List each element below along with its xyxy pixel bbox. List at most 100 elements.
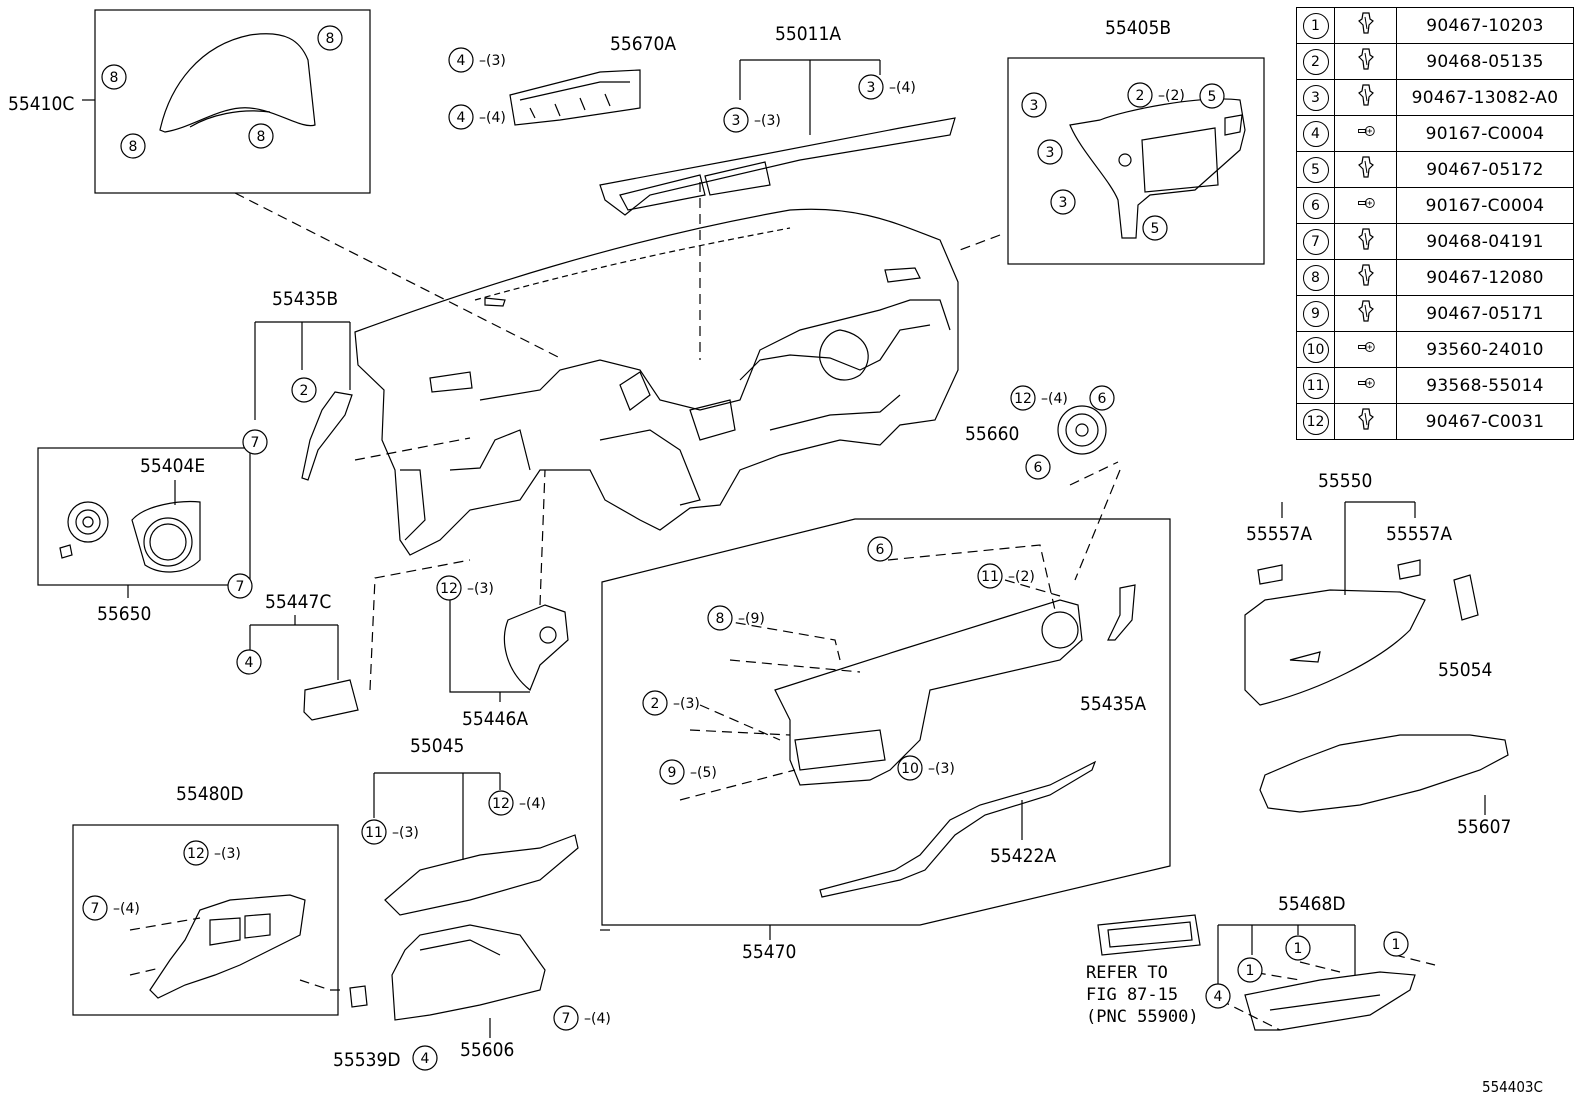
fastener-bubble: 7 (242, 429, 268, 455)
fastener-bubble-number: 7 (236, 579, 245, 595)
fastener-bubble-circle (707, 605, 733, 631)
fastener-bubble-number: 8 (110, 70, 119, 86)
clip-icon (1334, 151, 1397, 188)
fastener-bubble: 2 –(3) (642, 690, 700, 716)
fastener-bubble-circle (291, 377, 317, 403)
fastener-bubble-number: 11 (365, 825, 383, 841)
label-55405b: 55405B (1105, 17, 1171, 39)
legend-number: 10 (1296, 331, 1335, 368)
fastener-qty: –(4) (479, 110, 506, 126)
fastener-bubble: 9–(5) (659, 759, 717, 785)
fastener-bubble-number: 8 (326, 31, 335, 47)
fastener-bubble-number: 4 (245, 655, 254, 671)
fastener-qty: –(3) (754, 113, 781, 129)
fastener-qty: –(2) (1008, 569, 1035, 585)
part-55650-speaker (59, 501, 109, 559)
fastener-bubble-circle (1021, 92, 1047, 118)
label-55054: 55054 (1438, 659, 1492, 681)
fastener-bubble-number: 4 (457, 53, 466, 69)
fastener-bubble-number: 6 (1034, 460, 1043, 476)
fastener-bubble-number: 7 (562, 1011, 571, 1027)
legend-number: 5 (1296, 151, 1335, 188)
legend-number: 4 (1296, 115, 1335, 152)
fastener-bubble-circle (448, 47, 474, 73)
legend-number-circle: 12 (1302, 408, 1329, 435)
label-55435a: 55435A (1080, 693, 1146, 715)
legend-part-number: 90468-05135 (1396, 43, 1574, 80)
fastener-bubble-circle (120, 133, 146, 159)
screw-icon (1334, 367, 1397, 404)
part-55447c-cover (303, 679, 359, 721)
part-55480d-panel (149, 894, 306, 999)
legend-number: 2 (1296, 43, 1335, 80)
fastener-bubble-number: 2 (300, 383, 309, 399)
label-55404e: 55404E (140, 455, 205, 477)
fastener-bubble: 5 (1199, 83, 1225, 109)
fastener-bubble-circle (242, 429, 268, 455)
fastener-bubble-circle (361, 819, 387, 845)
screw-icon (1334, 115, 1397, 152)
label-55446a: 55446A (462, 708, 528, 730)
fastener-bubble: 7–(4) (82, 895, 140, 921)
part-55446a-cover (503, 604, 569, 691)
fastener-bubble: 4 (236, 649, 262, 675)
fastener-bubble-number: 5 (1151, 221, 1160, 237)
label-55468d: 55468D (1278, 893, 1346, 915)
fastener-bubble-number: 4 (1214, 989, 1223, 1005)
fastener-bubble-circle (867, 536, 893, 562)
fastener-bubble: 3 (1021, 92, 1047, 118)
legend-part-number: 90467-13082-A0 (1396, 79, 1574, 116)
leader-lines (82, 59, 1486, 1038)
fastener-bubble-circle (227, 573, 253, 599)
fastener-bubble: 4 (412, 1045, 438, 1071)
legend-part-number: 90167-C0004 (1396, 187, 1574, 224)
fastener-bubble: 6 (867, 536, 893, 562)
dashboard-panel (354, 208, 959, 556)
legend-number: 1 (1296, 7, 1335, 44)
part-55607-bracket (1259, 734, 1509, 813)
part-55660-speaker (1057, 405, 1107, 455)
fastener-qty: –(2) (1158, 88, 1185, 104)
fastener-bubble-number: 12 (1014, 391, 1032, 407)
fastener-bubble: 8 (317, 25, 343, 51)
fastener-qty: –(4) (889, 80, 916, 96)
label-55557a-right: 55557A (1386, 523, 1452, 545)
frame-55404e (37, 447, 251, 586)
clip-icon (1334, 403, 1397, 440)
fastener-bubble-number: 6 (876, 542, 885, 558)
fastener-bubble: 1 (1383, 931, 1409, 957)
fastener-bubble: 12–(4) (488, 790, 546, 816)
frame-55470 (601, 518, 1171, 926)
fastener-bubble-number: 4 (421, 1051, 430, 1067)
fastener-bubble-circle (412, 1045, 438, 1071)
legend-number: 9 (1296, 295, 1335, 332)
fastener-bubble-circle (82, 895, 108, 921)
fastener-bubble-circle (101, 64, 127, 90)
fastener-bubble-circle (553, 1005, 579, 1031)
fastener-bubble-circle (1205, 983, 1231, 1009)
fastener-bubble-number: 2 (651, 696, 660, 712)
legend-number: 8 (1296, 259, 1335, 296)
legend-number-circle: 11 (1302, 372, 1329, 399)
legend-part-number: 90467-C0031 (1396, 403, 1574, 440)
fastener-bubble: 10–(3) (897, 755, 955, 781)
fastener-qty: –(3) (673, 696, 700, 712)
label-55447c: 55447C (265, 591, 331, 613)
fastener-bubble-circle (248, 123, 274, 149)
fastener-bubble-circle (977, 563, 1003, 589)
part-55470-lower-panel (774, 599, 1083, 786)
part-55404e-speaker-cover (131, 500, 201, 573)
fastener-bubble-number: 12 (187, 846, 205, 862)
fastener-bubble: 4 (1205, 983, 1231, 1009)
fastener-bubble-number: 8 (716, 611, 725, 627)
legend-number: 7 (1296, 223, 1335, 260)
part-55435a-panel (1107, 584, 1136, 641)
